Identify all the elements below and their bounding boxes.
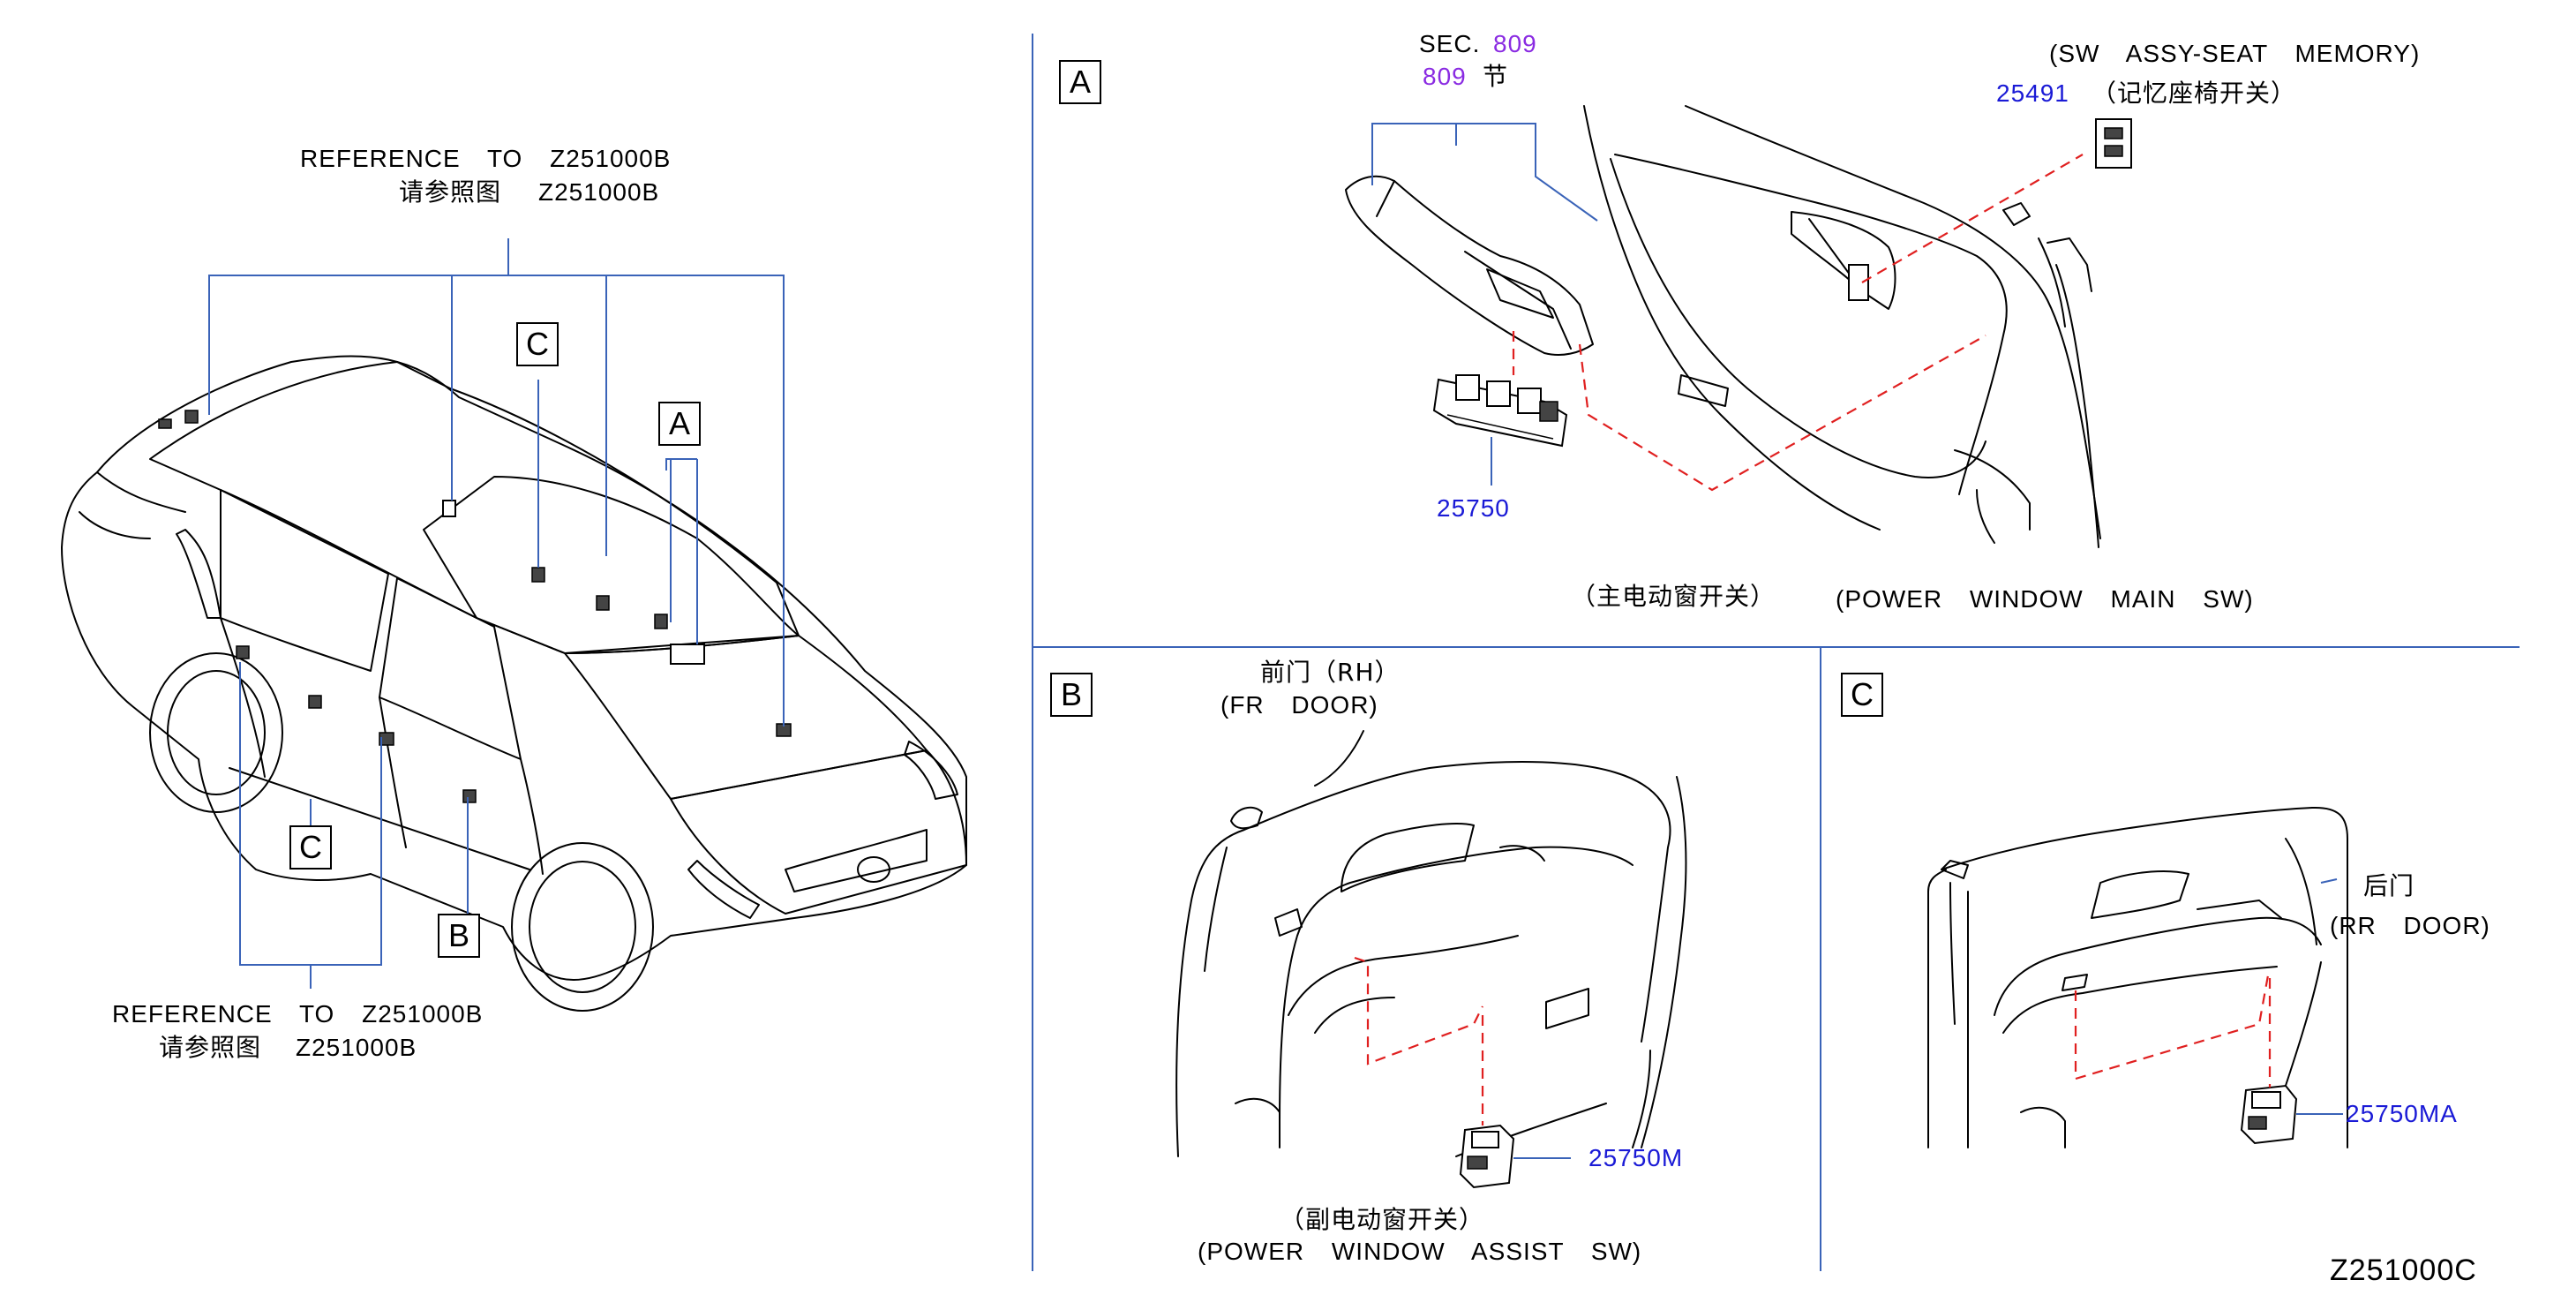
section-ref-number-cn: 809 <box>1423 63 1467 90</box>
memory-switch-name-cn: （记忆座椅开关） <box>2092 79 2297 108</box>
assist-switch-part <box>1459 1124 1515 1189</box>
reference-bottom-en: REFERENCE TO Z251000B <box>112 1000 484 1028</box>
memory-switch-name-en: (SW ASSY-SEAT MEMORY) <box>2049 40 2421 67</box>
callout-a-top: A <box>658 402 701 446</box>
panel-a-drawing <box>1345 105 2132 548</box>
car-illustration <box>61 355 967 1012</box>
panel-b-drawing <box>1175 730 1687 1189</box>
panel-b-door-cn: 前门（RH） <box>1260 658 1401 687</box>
panel-c-door-en: (RR DOOR) <box>2330 912 2490 939</box>
section-ref-number: 809 <box>1493 30 1537 57</box>
reference-bottom-cn: 请参照图 <box>159 1033 262 1062</box>
panel-b-door-en: (FR DOOR) <box>1220 691 1378 719</box>
section-ref-suffix-cn: 节 <box>1483 62 1509 91</box>
rear-switch-part <box>2240 1084 2298 1145</box>
assist-switch-name-cn: （副电动窗开关） <box>1280 1205 1485 1234</box>
memory-switch-part-no: 25491 <box>1996 79 2069 107</box>
callout-c-top: C <box>516 322 559 366</box>
drawing-code: Z251000C <box>2330 1254 2477 1287</box>
main-switch-part-no: 25750 <box>1437 494 1510 522</box>
reference-top-code: Z251000B <box>538 178 660 206</box>
panel-b-label: B <box>1050 673 1093 717</box>
panel-a-label: A <box>1059 60 1101 104</box>
car-switch-markers <box>158 410 792 803</box>
callout-c-bottom: C <box>289 825 332 870</box>
panel-c-label: C <box>1841 673 1883 717</box>
panel-dividers <box>1032 34 2520 1271</box>
memory-switch-part <box>2095 118 2132 169</box>
assist-switch-part-no: 25750M <box>1588 1144 1684 1171</box>
panel-c-door-cn: 后门 <box>2363 871 2415 900</box>
main-switch-part <box>1432 374 1568 448</box>
rear-switch-part-no: 25750MA <box>2346 1100 2458 1127</box>
assist-switch-name-en: (POWER WINDOW ASSIST SW) <box>1198 1238 1642 1265</box>
main-switch-name-en: (POWER WINDOW MAIN SW) <box>1836 585 2254 613</box>
reference-top-cn: 请参照图 <box>399 177 502 207</box>
reference-top-en: REFERENCE TO Z251000B <box>300 145 672 172</box>
callout-b-bottom: B <box>438 914 480 958</box>
section-ref-prefix: SEC. <box>1419 30 1481 57</box>
car-leader-lines <box>208 238 785 989</box>
main-switch-name-cn: （主电动窗开关） <box>1571 582 1776 611</box>
panel-c-drawing <box>1927 806 2348 1148</box>
reference-bottom-code: Z251000B <box>296 1034 417 1061</box>
